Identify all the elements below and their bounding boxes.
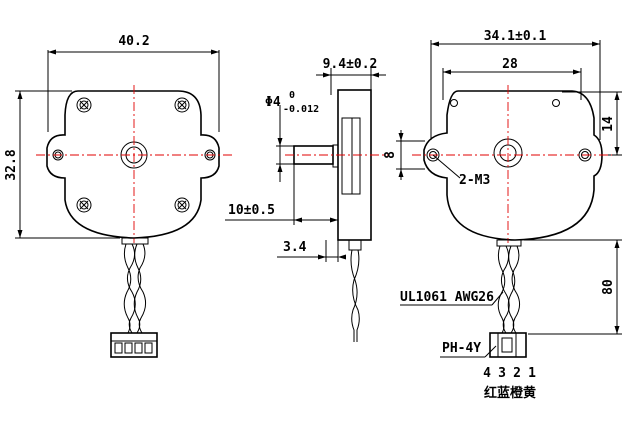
side-depth-label: 9.4±0.2 — [323, 57, 378, 72]
side-flange-plate — [341, 117, 361, 195]
front-screw-bottom-left — [76, 197, 92, 213]
rear-connector — [489, 332, 527, 358]
pin-number: 3 — [498, 366, 506, 381]
rear-hole-spacing-label: 28 — [502, 57, 518, 72]
connector-leader — [484, 345, 497, 358]
side-view: 9.4±0.2 Φ4 0 -0.012 10±0.5 3.4 — [225, 57, 388, 342]
front-height-label: 32.8 — [4, 149, 19, 180]
front-screw-top-left — [76, 97, 92, 113]
front-view: 40.2 32.8 — [4, 34, 232, 358]
front-body-outline — [46, 90, 220, 239]
wire-colors-label: 红蓝橙黄 — [484, 385, 536, 401]
mount-holes-label: 2-M3 — [459, 173, 490, 188]
rear-boss-height-label: 8 — [383, 151, 398, 159]
side-flange-label: 3.4 — [283, 240, 307, 255]
rear-cable-length-label: 80 — [601, 279, 616, 295]
arrowhead — [48, 49, 56, 55]
connector-label: PH-4Y — [442, 341, 481, 356]
pin-number: 1 — [528, 366, 536, 381]
rear-cable-grommet — [496, 239, 522, 247]
front-screw-bottom-right — [174, 197, 190, 213]
front-screw-top-right — [174, 97, 190, 113]
rear-width-label: 34.1±0.1 — [484, 29, 547, 44]
rear-hole-offset-label: 14 — [601, 116, 616, 132]
cable-spec-leader — [491, 291, 504, 306]
rear-mount-hole-left — [426, 148, 440, 162]
shaft-tol-upper: 0 — [289, 90, 295, 101]
shaft-dia-label: Φ4 — [265, 95, 281, 110]
side-body — [337, 89, 372, 241]
arrowhead — [17, 91, 23, 99]
front-connector — [110, 332, 158, 358]
cable-spec-label: UL1061 AWG26 — [400, 290, 494, 305]
side-shaft-len-label: 10±0.5 — [228, 203, 275, 218]
rear-view: 34.1±0.1 28 14 8 — [383, 29, 622, 401]
pin-number: 2 — [513, 366, 521, 381]
side-cable-grommet — [348, 239, 362, 251]
arrowhead — [211, 49, 219, 55]
front-cable-grommet — [121, 237, 149, 245]
pin-number: 4 — [483, 366, 491, 381]
front-width-label: 40.2 — [118, 34, 149, 49]
arrowhead — [17, 230, 23, 238]
shaft-tol-lower: -0.012 — [283, 104, 319, 115]
rear-body-outline — [423, 90, 603, 241]
mount-hole-leader — [432, 154, 461, 179]
